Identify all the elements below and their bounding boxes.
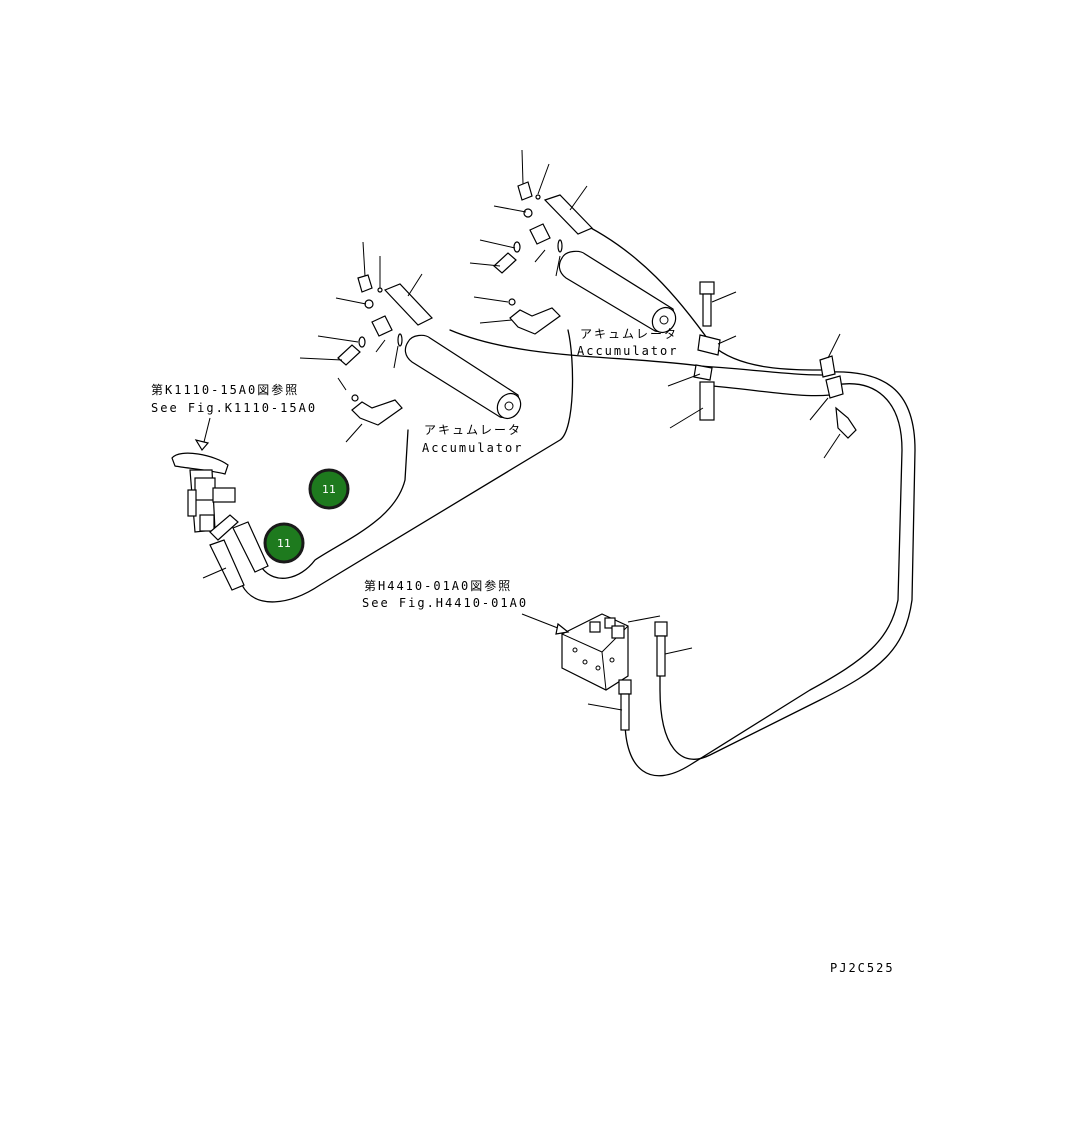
accumulator-right-en: Accumulator <box>577 344 678 358</box>
brake-valve-assembly <box>171 417 269 591</box>
accumulator-right-jp: アキュムレータ <box>580 327 678 341</box>
right-accumulator <box>558 250 677 334</box>
ref-k1110-en: See Fig.K1110-15A0 <box>151 401 317 415</box>
hose-clamp-assembly <box>667 281 737 429</box>
callout-label: 11 <box>322 483 336 496</box>
hose-clips <box>809 333 857 459</box>
accumulator-label-right: アキュムレータ Accumulator <box>577 327 678 358</box>
left-accumulator <box>404 334 522 420</box>
left-fittings <box>202 241 433 579</box>
part-callout-11-lower[interactable]: 11 <box>263 522 305 564</box>
ref-k1110-jp: 第K1110-15A0図参照 <box>151 382 299 397</box>
right-fittings <box>469 149 594 335</box>
accumulator-left-jp: アキュムレータ <box>424 423 522 437</box>
ref-h4410-en: See Fig.H4410-01A0 <box>362 596 528 610</box>
ref-h4410-jp: 第H4410-01A0図参照 <box>364 578 512 593</box>
part-callout-11-upper[interactable]: 11 <box>308 468 350 510</box>
control-valve-block <box>521 613 661 691</box>
figure-reference-h4410: 第H4410-01A0図参照 See Fig.H4410-01A0 <box>362 578 528 610</box>
drawing-code: PJ2C525 <box>830 961 895 975</box>
accumulator-label-left: アキュムレータ Accumulator <box>422 423 523 455</box>
hose-end-fittings <box>587 621 693 731</box>
accumulator-left-en: Accumulator <box>422 441 523 455</box>
callout-label: 11 <box>277 537 291 550</box>
figure-reference-k1110: 第K1110-15A0図参照 See Fig.K1110-15A0 <box>151 382 317 415</box>
